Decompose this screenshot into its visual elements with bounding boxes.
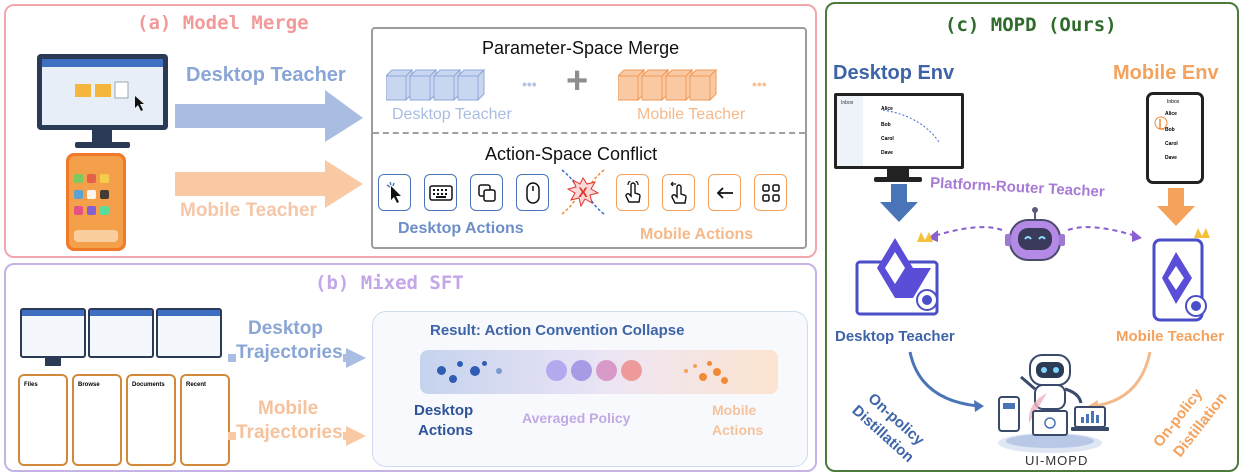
mobile-trajectory-phone-2: Browse xyxy=(72,374,122,466)
merge-divider xyxy=(373,132,805,134)
app-grid-icon xyxy=(754,174,787,211)
swipe-gesture-icon xyxy=(662,174,695,211)
panel-mixed-sft xyxy=(4,263,817,472)
mobile-contact: Dave xyxy=(1165,155,1177,161)
keyboard-icon xyxy=(424,174,457,211)
desktop-contact: Dave xyxy=(881,150,893,156)
mobile-action-dot xyxy=(713,368,721,376)
desktop-action-dot xyxy=(496,368,502,374)
mobile-contact: Bob xyxy=(1165,127,1175,133)
mobile-trajectory-phone-3: Documents xyxy=(126,374,176,466)
merge-desktop-teacher-label: Desktop Teacher xyxy=(392,106,512,123)
panel-mopd xyxy=(825,2,1239,472)
desktop-contact: Carol xyxy=(881,136,894,142)
result-title: Result: Action Convention Collapse xyxy=(430,322,685,339)
mobile-actions-b-line2: Actions xyxy=(712,422,764,438)
mobile-action-dot xyxy=(707,361,712,366)
mobile-inbox-title: Inbox xyxy=(1167,99,1180,105)
mobile-traj-line2: Trajectories xyxy=(236,422,343,444)
desktop-teacher-arrow xyxy=(175,90,363,142)
mobile-down-arrow xyxy=(1157,188,1195,226)
desktop-traj-line1: Desktop xyxy=(248,318,323,339)
desktop-contact: Alice xyxy=(881,106,893,112)
panel-b-title: (b) Mixed SFT xyxy=(315,272,464,294)
ui-mopd-robot-illustration xyxy=(998,354,1109,453)
desktop-teacher-label: Desktop Teacher xyxy=(186,64,346,86)
phone-1-title: Files xyxy=(24,382,38,388)
desktop-action-dot xyxy=(482,361,487,366)
averaged-policy-circle xyxy=(621,360,642,381)
mobile-action-dot xyxy=(699,373,707,381)
mobile-teacher-cubes xyxy=(618,68,718,102)
desktop-ellipsis: ••• xyxy=(522,76,537,92)
desktop-trajectory-screen-1 xyxy=(20,308,86,358)
mobile-action-dot xyxy=(693,364,697,368)
click-cursor-icon xyxy=(378,174,411,211)
mobile-action-dot xyxy=(684,369,688,373)
desktop-action-dot xyxy=(470,366,480,376)
desktop-teacher-cubes xyxy=(386,68,486,102)
mobile-env-phone: Inbox Alice Bob Carol Dave xyxy=(1146,92,1204,184)
mobile-trajectory-phone-4: Recent xyxy=(180,374,230,466)
desktop-actions-label: Desktop Actions xyxy=(398,220,524,237)
mobile-teacher-c-label: Mobile Teacher xyxy=(1116,328,1225,345)
mobile-ellipsis: ••• xyxy=(752,76,767,92)
merge-mobile-teacher-label: Mobile Teacher xyxy=(637,106,746,123)
desktop-inbox-title: Inbox xyxy=(841,100,854,106)
mobile-actions-label: Mobile Actions xyxy=(640,226,754,243)
monitor-stand xyxy=(45,358,61,366)
phone-2-title: Browse xyxy=(78,382,100,388)
desktop-teacher-logo xyxy=(855,232,939,316)
router-dashed-links xyxy=(928,226,1142,242)
panel-a-title: (a) Model Merge xyxy=(137,12,309,34)
phone-4-title: Recent xyxy=(186,382,207,388)
desktop-monitor-illustration xyxy=(37,54,168,148)
desktop-actions-b-line2: Actions xyxy=(418,422,474,439)
desktop-teacher-c-label: Desktop Teacher xyxy=(835,328,955,345)
mobile-traj-line1: Mobile xyxy=(258,398,319,419)
ui-mopd-product-label: UI-MOPD xyxy=(1025,453,1089,468)
mobile-teacher-label: Mobile Teacher xyxy=(180,200,317,221)
desktop-down-arrow xyxy=(880,184,918,222)
desktop-trajectory-screen-2 xyxy=(88,308,154,358)
back-arrow-icon xyxy=(708,174,741,211)
desktop-trajectory-screen-3 xyxy=(156,308,222,358)
conflict-x-icon: X xyxy=(561,169,605,215)
mobile-teacher-arrow xyxy=(175,160,363,208)
desktop-actions-b-line1: Desktop xyxy=(414,402,474,419)
mobile-trajectory-phone-1: Files xyxy=(18,374,68,466)
mobile-contact: Alice xyxy=(1165,111,1177,117)
mobile-action-dot xyxy=(721,377,728,384)
panel-c-title: (c) MOPD (Ours) xyxy=(945,14,1117,36)
desktop-contact: Bob xyxy=(881,122,891,128)
phone-3-title: Documents xyxy=(132,382,165,388)
mouse-icon xyxy=(516,174,549,211)
param-merge-title: Parameter-Space Merge xyxy=(482,38,680,58)
desktop-traj-line2: Trajectories xyxy=(236,342,343,364)
averaged-policy-label: Averaged Policy xyxy=(522,410,631,426)
desktop-action-dot xyxy=(457,361,463,367)
mobile-env-label: Mobile Env xyxy=(1113,62,1219,84)
desktop-action-dot xyxy=(437,366,446,375)
mobile-actions-b-line1: Mobile xyxy=(712,402,757,418)
desktop-monitor-base xyxy=(874,177,922,182)
desktop-action-dot xyxy=(449,375,457,383)
desktop-monitor-neck xyxy=(887,169,909,179)
mobile-contact: Carol xyxy=(1165,141,1178,147)
tap-gesture-icon xyxy=(616,174,649,211)
mobile-phone-illustration xyxy=(66,153,126,251)
averaged-policy-circle xyxy=(571,360,592,381)
desktop-env-monitor: Inbox Alice Bob Carol Dave xyxy=(834,93,964,169)
averaged-policy-circle xyxy=(596,360,617,381)
router-robot-icon xyxy=(1005,207,1065,261)
desktop-env-label: Desktop Env xyxy=(833,62,955,84)
merge-plus: + xyxy=(566,60,589,102)
merge-conflict-box xyxy=(371,27,807,249)
conflict-title: Action-Space Conflict xyxy=(485,144,658,164)
mobile-teacher-logo xyxy=(1152,228,1210,322)
averaged-policy-circle xyxy=(546,360,567,381)
window-switch-icon xyxy=(470,174,503,211)
panel-model-merge xyxy=(4,4,817,258)
svg-text:X: X xyxy=(578,184,588,200)
